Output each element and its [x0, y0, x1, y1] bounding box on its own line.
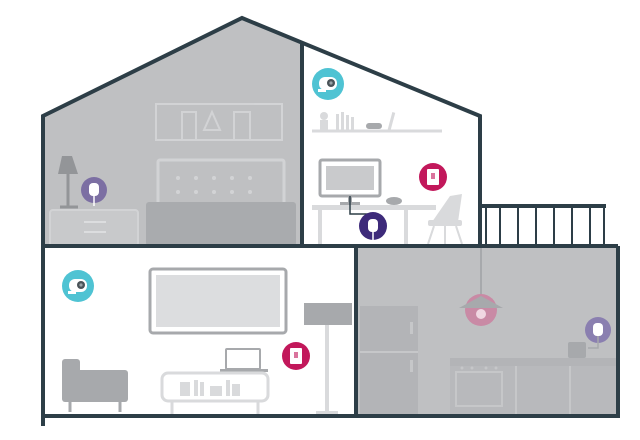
camera-attic[interactable] — [312, 68, 344, 100]
balcony-railing — [480, 204, 606, 246]
kitchen-furniture — [360, 248, 618, 414]
extender-icon — [588, 323, 603, 349]
extender-kitchen[interactable] — [585, 317, 611, 349]
extender-attic-left[interactable] — [81, 177, 107, 206]
extender-office[interactable] — [349, 196, 387, 240]
office-furniture — [312, 112, 463, 245]
plug-icon — [427, 169, 439, 185]
attic-left-furniture — [49, 103, 296, 247]
plug-icon — [290, 348, 302, 364]
camera-living[interactable] — [62, 270, 94, 302]
camera-icon — [68, 279, 87, 294]
extender-icon — [89, 183, 99, 206]
living-room-furniture — [62, 267, 352, 414]
pendant-lamp-icon — [459, 296, 503, 319]
camera-icon — [318, 77, 337, 92]
plug-living[interactable] — [282, 342, 310, 370]
plug-office[interactable] — [419, 163, 447, 191]
house-walls — [41, 15, 620, 426]
extender-icon — [368, 219, 378, 240]
light-kitchen[interactable] — [459, 294, 503, 326]
attic-left-room — [43, 18, 302, 246]
